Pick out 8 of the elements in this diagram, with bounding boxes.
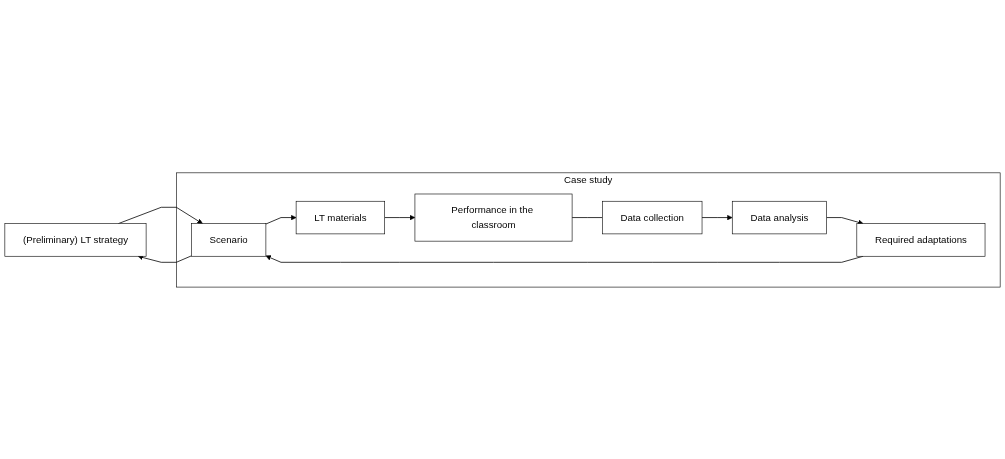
connector xyxy=(571,216,603,218)
node-box: Data analysis xyxy=(731,200,827,234)
node-box: Required adaptations xyxy=(856,222,986,257)
node-box: LT materials xyxy=(295,200,385,234)
node-box: Scenario xyxy=(191,222,267,257)
node-box: (Preliminary) LT strategy xyxy=(4,222,147,257)
node-box: Data collection xyxy=(602,200,703,234)
node-box: Performance in the classroom xyxy=(414,193,573,241)
